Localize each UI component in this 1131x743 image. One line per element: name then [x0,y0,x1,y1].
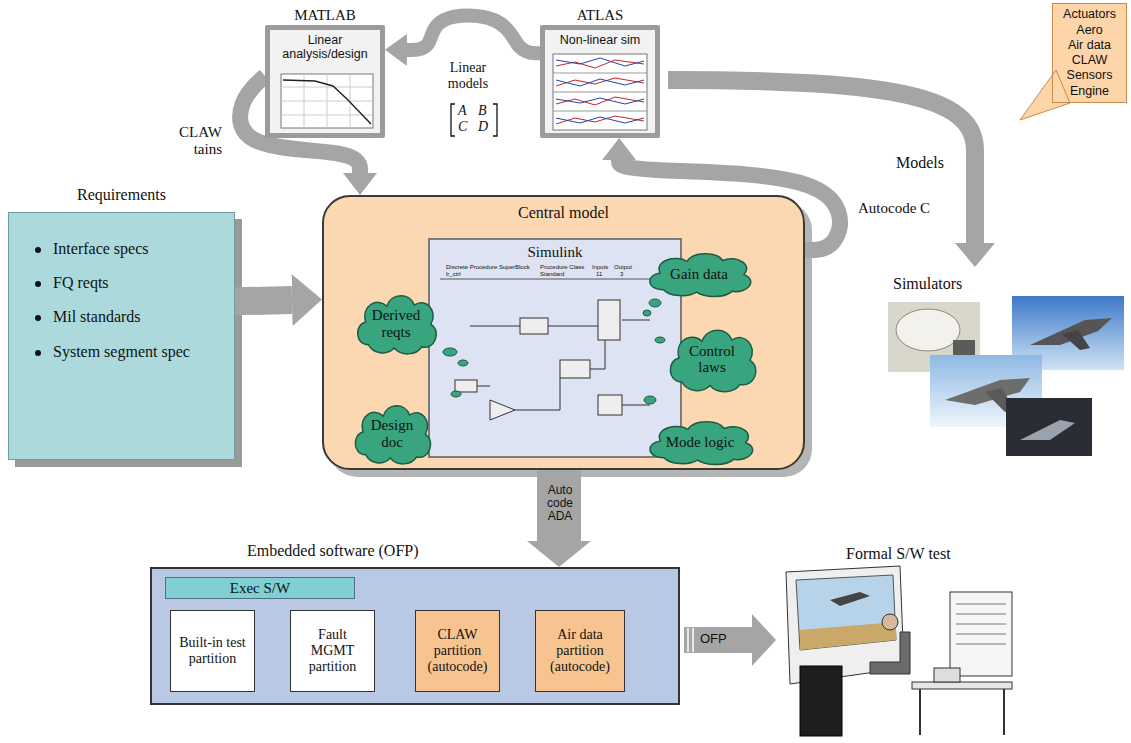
arrow-label: Models [896,154,944,172]
bullet-dot [35,350,41,356]
model-item: Engine [1056,84,1123,99]
edge-label: Auto code ADA [540,484,580,524]
tool-window: MATLABLinear analysis/design [265,25,385,138]
requirement-item: Mil standards [53,308,141,325]
central-model-box: Central modelSimulinkDerived reqts Gain d… [322,195,805,470]
window-caption: Non-linear sim [549,33,651,47]
cloud-note: Design doc [348,398,436,466]
window-caption: Linear analysis/design [274,33,376,62]
model-item: Aero [1056,23,1123,38]
cloud-text: Mode logic [658,434,742,451]
box-fill [428,238,682,458]
box-fill [415,610,500,692]
block-header-text: Procedure Class [540,264,584,270]
flow-arrow [407,16,540,54]
box-fill [535,610,625,692]
box-heading: MATLAB [270,7,380,24]
flow-arrow [537,470,581,541]
partition-box: Air data partition (autocode) [535,610,625,692]
box-fill [170,610,255,692]
cloud-text: Derived reqts [364,307,428,340]
flow-arrow [619,160,840,250]
cloud-text: Control laws [677,343,747,376]
cloud-note: Control laws [662,322,762,394]
block-header-text: 11 [596,271,602,277]
bullet-dot [35,315,41,321]
box-heading: Embedded software (OFP) [247,542,419,560]
partition-box: Fault MGMT partition [290,610,375,692]
bullet-dot [35,281,41,287]
time-history-plot [553,54,647,130]
callout-tail [1020,70,1070,120]
cloud-note: Mode logic [640,416,760,466]
model-item: CLAW [1056,53,1123,68]
simulink-block-diagram [440,279,674,420]
partition-text: CLAW partition (autocode) [420,627,495,675]
requirement-item: FQ reqts [53,274,109,291]
simulator-photos [888,296,1124,456]
block-header-text: Output [614,264,632,270]
block-header-text: 3 [620,271,623,277]
requirements-box: RequirementsInterface specsFQ reqtsMil s… [8,212,235,460]
edge-label: Autocode C [858,200,930,217]
cloud-text: Gain data [658,266,740,283]
models-arrow [668,80,975,243]
box-fill [165,577,355,599]
ofp-arrow [684,628,752,652]
partition-text: Air data partition (autocode) [540,627,620,675]
partition-text: Built-in test partition [175,635,250,667]
callout-box: ActuatorsAeroAir dataCLAWSensorsEngine [1052,3,1127,103]
box-heading: Requirements [9,186,234,204]
requirement-item: System segment spec [53,343,190,360]
bullet-dot [35,247,41,253]
test-bench-illustration [786,566,1012,736]
partition-box: Built-in test partition [170,610,255,692]
flow-arrow [240,76,360,173]
exec-bar: Exec S/W [165,577,355,599]
edge-label: CLAW tains [170,124,222,159]
box-fill [290,610,375,692]
block-header-text: Standard [540,271,564,277]
cloud-note: Gain data [640,248,758,298]
box-fill [322,195,805,470]
partition-text: Fault MGMT partition [295,627,370,675]
requirement-item: Interface specs [53,240,149,257]
embedded-software-box: Embedded software (OFP)Exec S/WBuilt-in … [150,567,680,705]
bar-text: Exec S/W [172,580,348,597]
box-heading: ATLAS [545,7,655,24]
model-item: Sensors [1056,68,1123,83]
matrix-entry: A [458,103,467,119]
flow-arrow [235,300,292,301]
box-fill [150,567,680,705]
box-fill [265,25,385,138]
tool-window: ATLASNon-linear sim [540,25,660,138]
model-item: Air data [1056,38,1123,53]
group-title: Simulators [893,275,962,293]
block-header-text: lr_ctrl [446,271,461,277]
block-header-text: Discrete Procedure SuperBlock [446,264,530,270]
box-fill [540,25,660,138]
matrix-entry: C [458,119,467,135]
matrix-entry: B [478,103,487,119]
cloud-text: Design doc [361,417,423,450]
bode-plot [281,74,373,128]
window-title: Simulink [436,244,674,261]
block-header-text: Inputs [592,264,608,270]
matrix-entry: D [478,119,488,135]
partition-box: CLAW partition (autocode) [415,610,500,692]
arrow-label: OFP [698,632,729,647]
matrix-brackets [451,104,497,136]
cloud-note: Derived reqts [350,288,442,356]
box-title: Central model [332,204,795,222]
group-title: Formal S/W test [846,545,951,563]
box-fill [8,212,235,460]
edge-label: Linear models [442,60,494,92]
model-item: Actuators [1056,7,1123,22]
